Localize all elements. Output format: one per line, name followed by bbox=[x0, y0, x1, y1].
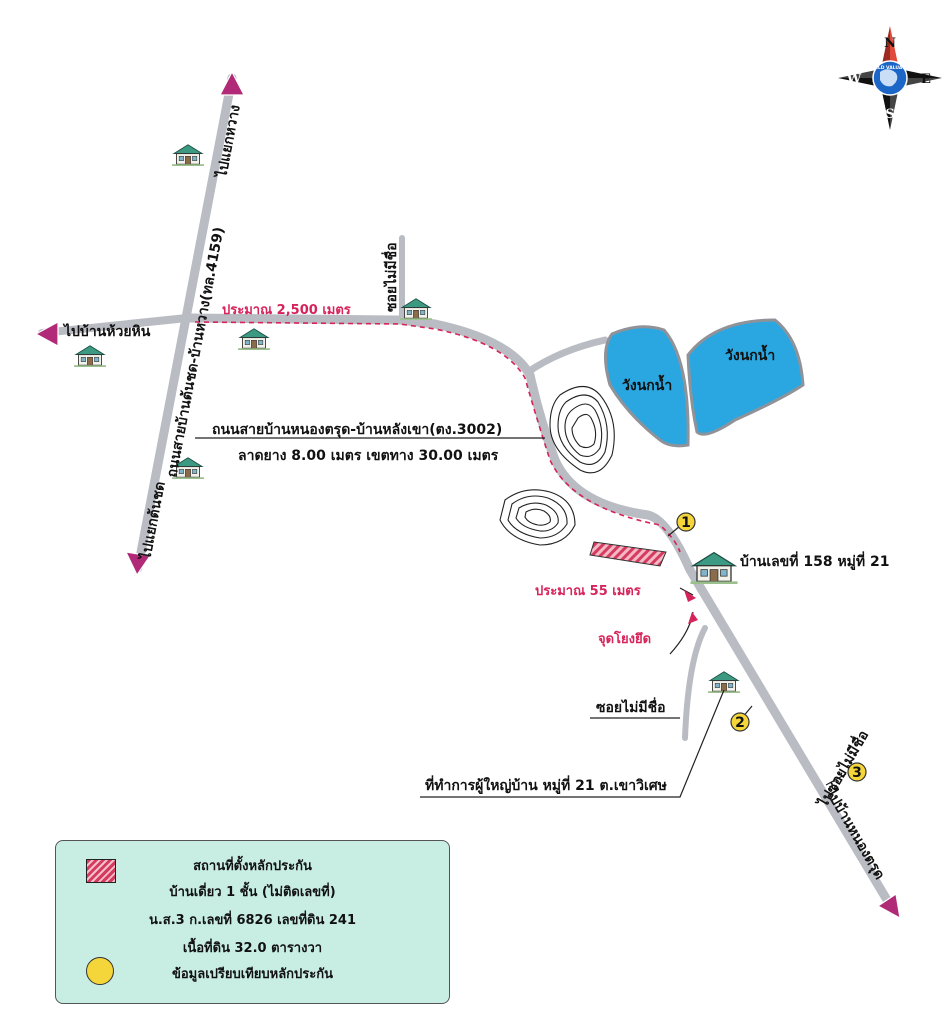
label-distance-far: ประมาณ 2,500 เมตร bbox=[222, 303, 351, 318]
road-west-branch bbox=[38, 314, 191, 337]
road-arrows bbox=[34, 70, 901, 920]
road-network bbox=[38, 73, 898, 915]
arrow-southeast bbox=[876, 892, 901, 920]
label-soi-bottom: ซอยไม่มีชื่อ bbox=[596, 697, 666, 716]
house-icon bbox=[690, 551, 738, 584]
label-reference-point: จุดโยงยึด bbox=[598, 630, 651, 647]
legend-comparable-swatch bbox=[86, 957, 114, 985]
collateral-site-marker bbox=[589, 541, 667, 567]
legend-line-2: บ้านเดี่ยว 1 ชั้น (ไม่ติดเลขที่) bbox=[169, 885, 336, 900]
comparable-number-1: 1 bbox=[681, 515, 691, 531]
label-pond-right: วังนกน้ำ bbox=[725, 344, 775, 364]
compass-east: E bbox=[921, 72, 931, 87]
arrow-north bbox=[219, 70, 245, 96]
red-pointers bbox=[684, 590, 698, 624]
compass-west: W bbox=[846, 72, 862, 87]
pond-left bbox=[604, 325, 690, 448]
comparable-marker-2 bbox=[730, 712, 750, 732]
label-pond-left: วังนกน้ำ bbox=[622, 374, 672, 394]
label-soi-top: ซอยไม่มีชื่อ bbox=[381, 242, 400, 312]
house-icon bbox=[172, 144, 204, 166]
road-to-ponds bbox=[524, 336, 609, 376]
comparable-number-3: 3 bbox=[852, 765, 862, 781]
comparable-number-2: 2 bbox=[735, 715, 745, 731]
house-icon bbox=[74, 345, 106, 367]
road-main-east bbox=[182, 313, 898, 915]
hill-contours-upper bbox=[549, 385, 615, 474]
map-legend: สถานที่ตั้งหลักประกัน บ้านเดี่ยว 1 ชั้น … bbox=[55, 840, 450, 1004]
legend-line-1: สถานที่ตั้งหลักประกัน bbox=[193, 859, 312, 874]
compass-globe-text: WORLD VALUATION bbox=[866, 65, 915, 71]
legend-line-3: น.ส.3 ก.เลขที่ 6826 เลขที่ดิน 241 bbox=[148, 913, 357, 928]
comparable-marker-3 bbox=[847, 762, 867, 782]
road-north-south bbox=[133, 73, 237, 573]
legend-collateral-swatch bbox=[86, 859, 116, 883]
comparable-markers: 1 2 3 bbox=[676, 512, 867, 782]
label-to-southeast-1: ไปบ้านหนองตรุด bbox=[822, 783, 890, 882]
pond-right bbox=[686, 318, 805, 436]
label-main-road-line2: ลาดยาง 8.00 เมตร เขตทาง 30.00 เมตร bbox=[238, 448, 499, 464]
compass-south: S bbox=[885, 107, 894, 122]
comparable-marker-1 bbox=[676, 512, 696, 532]
compass-north: N bbox=[884, 36, 896, 51]
legend-line-5: ข้อมูลเปรียบเทียบหลักประกัน bbox=[171, 967, 334, 982]
house-icon bbox=[708, 671, 740, 693]
ponds bbox=[604, 318, 805, 448]
arrow-west bbox=[34, 320, 59, 348]
label-to-west: ไปบ้านห้วยหิน bbox=[62, 322, 151, 340]
hill-contours-lower bbox=[499, 489, 576, 546]
road-soi-bottom bbox=[682, 625, 708, 741]
legend-line-4: เนื้อที่ดิน 32.0 ตารางวา bbox=[182, 941, 323, 956]
route-dashed-line bbox=[194, 321, 681, 553]
label-distance-near: ประมาณ 55 เมตร bbox=[535, 584, 641, 599]
house-icon bbox=[238, 328, 270, 350]
label-house-158: บ้านเลขที่ 158 หมู่ที่ 21 bbox=[740, 551, 890, 570]
label-village-office: ที่ทำการผู้ใหญ่บ้าน หมู่ที่ 21 ต.เขาวิเศ… bbox=[425, 775, 667, 794]
label-to-south: ไปแยกต้นชด bbox=[136, 480, 169, 563]
arrow-south bbox=[124, 551, 152, 577]
compass-rose-icon: N S E W WORLD VALUATION bbox=[838, 26, 942, 130]
label-main-road-line1: ถนนสายบ้านหนองตรุด-บ้านหลังเขา(ตง.3002) bbox=[212, 422, 502, 438]
